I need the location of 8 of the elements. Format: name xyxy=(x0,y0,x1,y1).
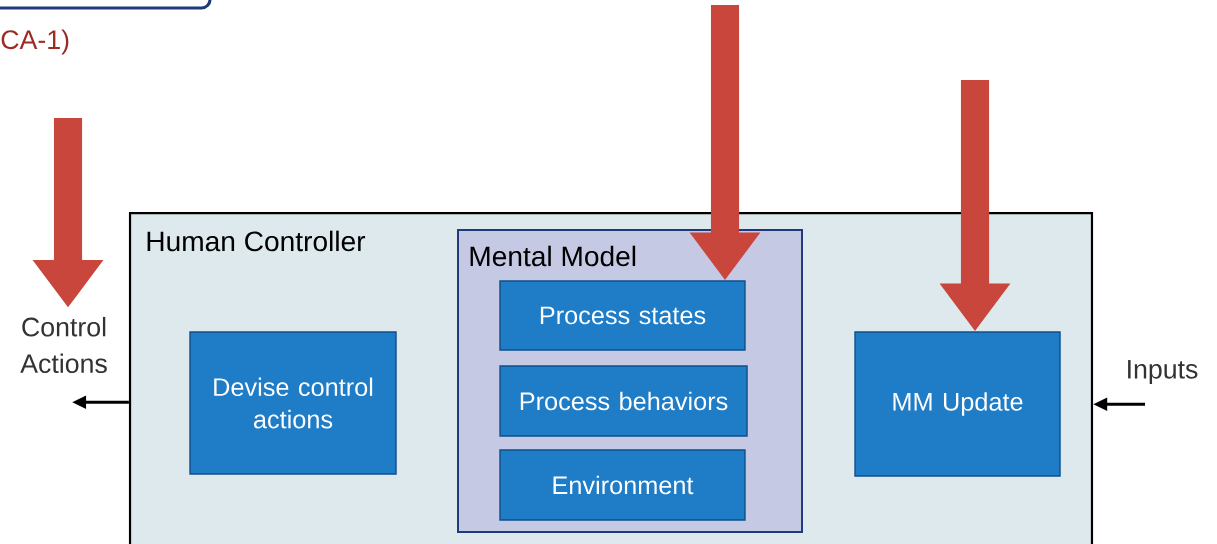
signal-label: Control Actions xyxy=(20,316,107,374)
signal-label: Inputs xyxy=(1128,360,1198,384)
process-box: Devise control actions xyxy=(189,331,397,475)
process-box: Process behaviors xyxy=(499,365,748,437)
callout-text: CA-1) xyxy=(1,29,69,55)
process-box: Process states xyxy=(499,280,746,351)
process-box: Environment xyxy=(499,449,746,521)
process-box: MM Update xyxy=(854,331,1061,477)
